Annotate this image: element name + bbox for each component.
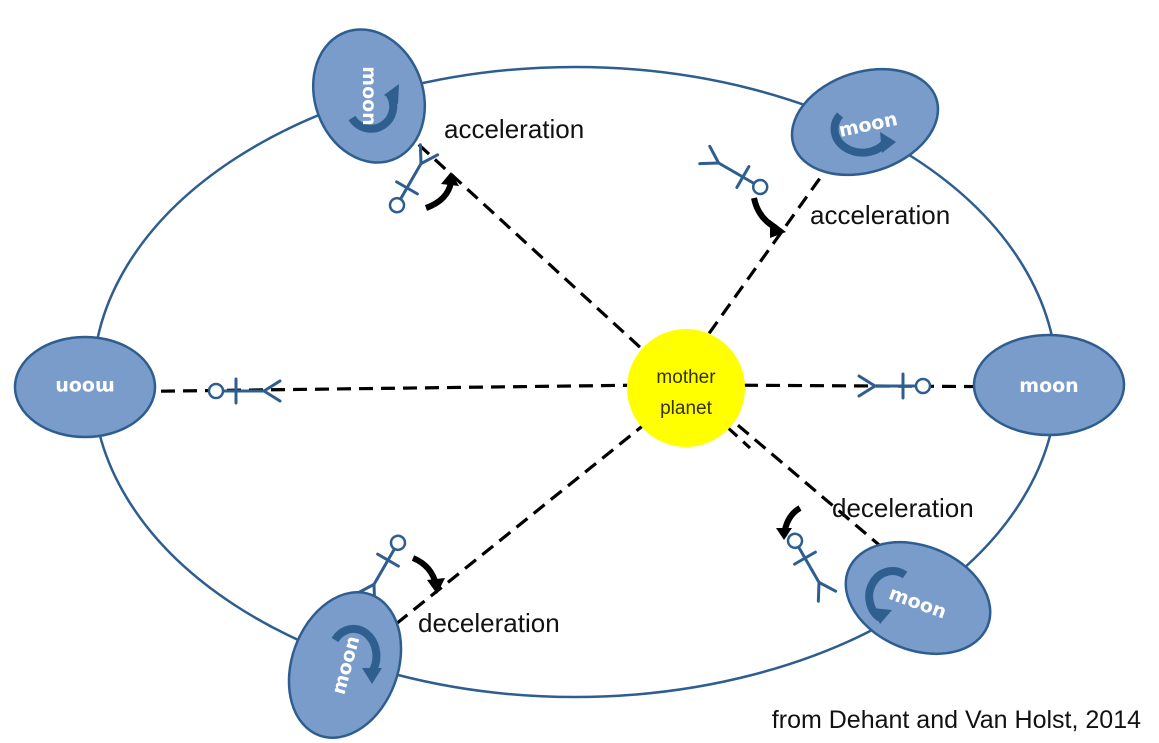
moon-top-left: moon xyxy=(311,28,459,214)
moon-bottom-left: moon xyxy=(287,534,445,740)
acceleration-arrow-icon xyxy=(424,181,454,211)
rotation-arrow-icon xyxy=(865,567,908,622)
acceleration-label-top-left: acceleration xyxy=(444,114,584,144)
moon-bottom-right: moon xyxy=(776,505,992,656)
acceleration-label-top-right: acceleration xyxy=(810,200,950,230)
deceleration-label-bottom-left: deceleration xyxy=(418,608,560,638)
source-credit: from Dehant and Van Holst, 2014 xyxy=(772,706,1141,734)
stick-figure-icon xyxy=(355,534,407,605)
stick-figure-icon xyxy=(698,144,769,196)
planet-label-line1: mother xyxy=(656,367,716,388)
dashed-line-left xyxy=(94,383,651,394)
stick-figure-icon xyxy=(786,532,838,603)
mother-planet: mother planet xyxy=(627,329,745,447)
stick-figure-icon xyxy=(857,372,932,400)
moon-top-right: moon xyxy=(698,67,940,238)
moon-right: moon xyxy=(857,333,1126,437)
moon-left: moon xyxy=(13,335,282,439)
planet-label-line2: planet xyxy=(660,398,712,419)
deceleration-label-bottom-right: deceleration xyxy=(832,493,974,523)
rotation-arrow-icon xyxy=(331,624,381,675)
stick-figure-icon xyxy=(388,143,440,214)
rotation-arrow-icon xyxy=(830,112,889,157)
moon-label: moon xyxy=(1019,375,1078,397)
moon-label: moon xyxy=(55,376,114,398)
rotation-arrow-icon xyxy=(348,92,398,133)
stick-figure-icon xyxy=(207,377,282,405)
moon-label: moon xyxy=(358,66,380,125)
